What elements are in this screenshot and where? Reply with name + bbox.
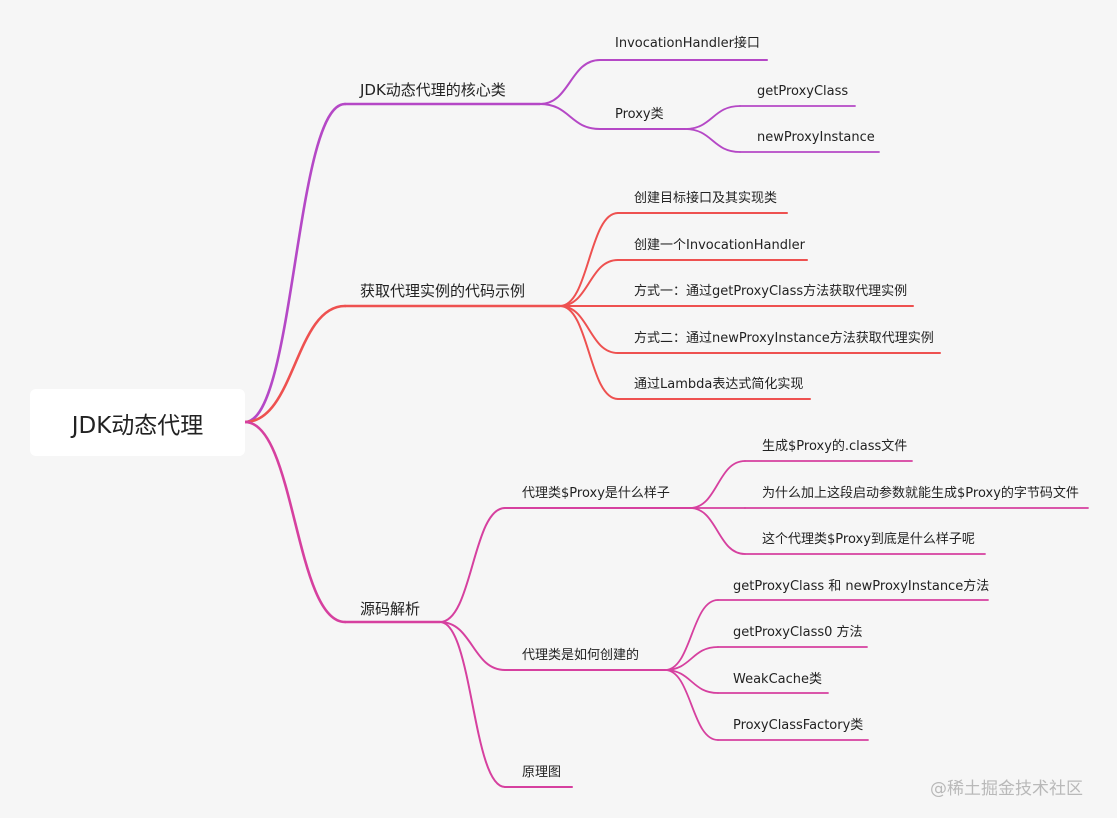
connector-examples-create-interface — [559, 212, 619, 307]
node-create-interface[interactable]: 创建目标接口及其实现类 — [634, 191, 778, 206]
connector-how-weak-cache — [664, 669, 719, 694]
branch-code-examples[interactable]: 获取代理实例的代码示例 — [360, 282, 526, 300]
node-invocation-handler[interactable]: InvocationHandler接口 — [615, 36, 760, 51]
connector-look-what-proxy — [689, 507, 746, 555]
connector-proxy-newproxy — [684, 128, 741, 153]
connector-how-get-and-new — [664, 599, 719, 671]
node-principle-diagram[interactable]: 原理图 — [522, 765, 562, 780]
watermark: @稀土掘金技术社区 — [930, 779, 1083, 799]
connector-look-generate-class-file — [689, 460, 746, 509]
node-proxy-look[interactable]: 代理类$Proxy是什么样子 — [522, 486, 670, 501]
node-method-two[interactable]: 方式二：通过newProxyInstance方法获取代理实例 — [634, 331, 934, 346]
connector-proxy-getproxy — [684, 105, 741, 130]
node-generate-class-file[interactable]: 生成$Proxy的.class文件 — [762, 439, 908, 454]
connector-core-handler — [539, 59, 601, 105]
node-proxy-class-factory[interactable]: ProxyClassFactory类 — [733, 718, 864, 733]
branch-source-analysis[interactable]: 源码解析 — [360, 600, 421, 618]
node-proxy-class[interactable]: Proxy类 — [615, 107, 664, 122]
connector-examples-method-two — [559, 305, 619, 354]
node-create-handler[interactable]: 创建一个InvocationHandler — [634, 238, 805, 253]
node-new-proxy-instance[interactable]: newProxyInstance — [757, 130, 875, 145]
node-get-proxy-class[interactable]: getProxyClass — [757, 84, 849, 99]
connector-core-proxy — [539, 103, 601, 130]
connector-examples-lambda — [559, 305, 619, 400]
connector-examples-create-handler — [559, 259, 619, 307]
branch-core-classes[interactable]: JDK动态代理的核心类 — [360, 81, 506, 99]
root-node[interactable]: JDK动态代理 — [30, 389, 245, 456]
node-method-one[interactable]: 方式一：通过getProxyClass方法获取代理实例 — [634, 284, 908, 299]
node-weak-cache[interactable]: WeakCache类 — [733, 672, 823, 687]
connector-root-source — [243, 420, 347, 624]
node-get-proxy-class0[interactable]: getProxyClass0 方法 — [733, 625, 863, 640]
connector-source-how — [439, 621, 506, 671]
connector-root-core — [243, 102, 347, 424]
connector-root-examples — [243, 304, 347, 424]
root-node-label: JDK动态代理 — [71, 412, 204, 439]
node-get-and-new[interactable]: getProxyClass 和 newProxyInstance方法 — [733, 579, 990, 594]
node-how-created[interactable]: 代理类是如何创建的 — [522, 648, 640, 663]
connector-how-get-proxy-class0 — [664, 646, 719, 671]
node-what-proxy[interactable]: 这个代理类$Proxy到底是什么样子呢 — [762, 532, 975, 547]
connector-source-look — [439, 507, 506, 623]
connector-source-diagram — [439, 621, 506, 788]
connector-how-proxy-class-factory — [664, 669, 719, 741]
node-why-param[interactable]: 为什么加上这段启动参数就能生成$Proxy的字节码文件 — [762, 486, 1079, 501]
node-lambda[interactable]: 通过Lambda表达式简化实现 — [634, 377, 804, 392]
